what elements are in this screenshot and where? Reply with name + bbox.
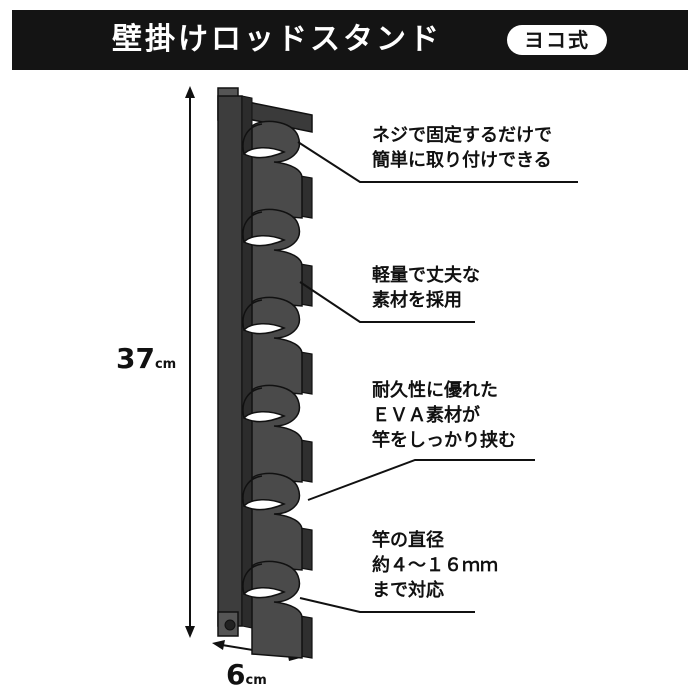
callout-eva-material: 耐久性に優れた ＥＶＡ素材が 竿をしっかり挟む (372, 380, 516, 451)
rod-holders (242, 120, 313, 659)
rod-holder (242, 120, 313, 219)
product-title: 壁掛けロッドスタンド (112, 22, 442, 57)
height-label: 37cm (116, 342, 177, 375)
callout-easy-mount: ネジで固定するだけで 簡単に取り付けできる (372, 125, 552, 171)
rod-holder (242, 296, 313, 395)
rod-holder (242, 384, 313, 483)
rod-holder (242, 472, 313, 571)
header-banner: 壁掛けロッドスタンド ヨコ式 (12, 10, 688, 70)
height-dimension-arrow (185, 86, 195, 638)
bottom-mount-plate (217, 611, 239, 637)
backboard (217, 95, 253, 629)
callout-leader-lines (297, 141, 578, 613)
width-label: 6cm (226, 658, 267, 691)
rod-holder (242, 208, 313, 307)
rod-holder (242, 560, 313, 659)
screw-hole-icon (224, 619, 236, 631)
callout-lightweight: 軽量で丈夫な 素材を採用 (372, 265, 480, 311)
callout-rod-diameter: 竿の直径 約４～１６ｍｍ まで対応 (372, 530, 498, 601)
type-badge: ヨコ式 (507, 25, 607, 55)
